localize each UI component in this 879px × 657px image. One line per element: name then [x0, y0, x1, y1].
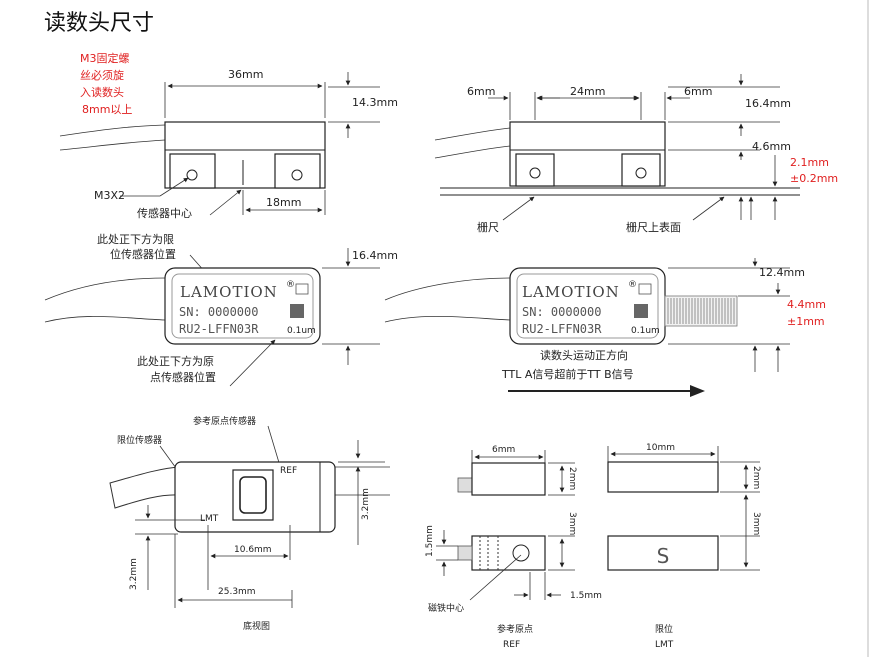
ref-caption-cn: 参考原点: [497, 623, 533, 635]
origin-note-line-1: 此处正下方为原: [137, 354, 214, 368]
dim-3mm: 3mm: [751, 512, 761, 535]
resolution: 0.1um: [631, 326, 660, 336]
front-view: 6mm 24mm 6mm 16.4mm 4.6mm 2.1mm ±0.2mm 栅…: [434, 74, 838, 234]
dim-24mm: 24mm: [570, 85, 605, 98]
dim-6mm-right: 6mm: [684, 85, 712, 98]
cable-top: [44, 277, 166, 301]
resolution: 0.1um: [287, 326, 316, 336]
magnet-center-circle: [512, 544, 530, 562]
bottom-view-caption: 底视图: [243, 620, 270, 632]
brand-logo: LAMOTION: [180, 283, 278, 301]
limit-magnet-view: 10mm S 2mm 3mm 限位 LMT: [607, 443, 761, 650]
label-plate: [171, 273, 314, 339]
pole-letter: S: [657, 544, 670, 568]
svg-text:®: ®: [286, 280, 295, 290]
screw-hole-right: [291, 169, 303, 181]
limit-caption-en: LMT: [655, 640, 674, 650]
limit-caption-cn: 限位: [655, 623, 673, 635]
cable-top: [434, 127, 511, 141]
dim-18mm: 18mm: [266, 196, 301, 209]
direction-arrowhead: [690, 385, 705, 397]
serial-number: SN: 0000000: [179, 305, 258, 319]
limit-top-block: [607, 461, 719, 493]
motion-direction-label: 读数头运动正方向: [540, 348, 628, 362]
qr-code-icon: [290, 304, 304, 318]
limit-note-line-1: 此处正下方为限: [97, 232, 174, 246]
dim-3mm: 3mm: [567, 512, 577, 535]
dim-14-3mm: 14.3mm: [352, 96, 398, 109]
red-note-line-4: 8mm以上: [82, 103, 132, 116]
screw-label: M3X2: [94, 189, 125, 202]
page-title: 读数头尺寸: [44, 11, 154, 36]
origin-note-line-2: 点传感器位置: [150, 370, 216, 384]
signal-label: TTL A信号超前于TT B信号: [501, 367, 634, 381]
scale-label: 栅尺: [477, 220, 499, 234]
dim-2mm: 2mm: [751, 466, 761, 489]
dim-10-6mm: 10.6mm: [234, 545, 272, 555]
dim-3-2mm-right: 3.2mm: [361, 488, 371, 520]
dim-1-5mm-vertical: 1.5mm: [425, 525, 435, 557]
cable-bottom: [44, 315, 166, 323]
screw-hole-left: [186, 169, 198, 181]
red-tol-1mm: ±1mm: [787, 315, 825, 328]
side-view: M3固定螺 丝必须旋 入读数头 8mm以上 36mm 14.3mm M3X2: [59, 51, 398, 283]
red-tol-0-2mm: ±0.2mm: [790, 172, 838, 185]
limit-bottom-block: [607, 535, 719, 571]
dim-12-4mm: 12.4mm: [759, 266, 805, 279]
qr-code-icon: [634, 304, 648, 318]
serial-number: SN: 0000000: [522, 305, 601, 319]
dim-4-6mm: 4.6mm: [752, 140, 791, 153]
model-number: RU2-LFFN03R: [522, 322, 602, 336]
dim-6mm-left: 6mm: [467, 85, 495, 98]
cable-bottom: [59, 139, 166, 151]
ref-caption-en: REF: [503, 640, 520, 650]
svg-text:®: ®: [628, 280, 637, 290]
cable-top: [59, 124, 166, 137]
magnet-top-block: [471, 462, 546, 496]
red-note-line-2: 丝必须旋: [80, 68, 124, 82]
top-view-left: LAMOTION ® SN: 0000000 RU2-LFFN03R 0.1um…: [44, 248, 398, 387]
mount-block-right: [274, 153, 321, 189]
cable-bottom: [384, 315, 511, 323]
ref-sensor-label: 参考原点传感器: [193, 415, 256, 427]
dim-6mm: 6mm: [492, 445, 515, 455]
mount-block-right: [621, 153, 661, 187]
red-dim-4-4mm: 4.4mm: [787, 298, 826, 311]
dim-25-3mm: 25.3mm: [218, 587, 256, 597]
model-number: RU2-LFFN03R: [179, 322, 259, 336]
dim-10mm: 10mm: [646, 443, 675, 453]
lmt-label: LMT: [200, 514, 219, 524]
cable-top: [384, 277, 511, 301]
ref-label: REF: [280, 466, 297, 476]
cable: [109, 466, 181, 509]
mount-block-left: [169, 153, 216, 189]
mount-block-left: [515, 153, 555, 187]
magnet-center-label: 磁铁中心: [428, 602, 464, 614]
limit-sensor-label: 限位传感器: [117, 434, 162, 446]
dim-3-2mm-left: 3.2mm: [129, 558, 139, 590]
dim-16-4mm: 16.4mm: [745, 97, 791, 110]
dim-2mm: 2mm: [567, 467, 577, 490]
ref-magnet-view: 6mm 2mm 3mm 1.5mm 1.5mm 磁铁中心 参考原点 REF: [425, 445, 602, 650]
magnet-bottom-block: [471, 535, 546, 571]
limit-note-line-2: 位传感器位置: [110, 247, 176, 261]
sensor-center-label: 传感器中心: [137, 207, 192, 220]
top-view-right: LAMOTION ® SN: 0000000 RU2-LFFN03R 0.1um…: [384, 258, 826, 397]
red-note-line-1: M3固定螺: [80, 51, 130, 65]
brand-logo: LAMOTION: [522, 283, 620, 301]
dim-16-4mm: 16.4mm: [352, 249, 398, 262]
dim-36mm: 36mm: [228, 68, 263, 81]
cable-bottom: [434, 145, 511, 159]
bottom-view: 参考原点传感器 限位传感器 REF LMT 3.2mm 3.2mm 10.6mm: [109, 415, 390, 632]
readhead-body-top: [164, 267, 321, 345]
red-note-line-3: 入读数头: [80, 85, 124, 99]
scale-top-surface-label: 栅尺上表面: [626, 220, 681, 234]
dim-1-5mm-horizontal: 1.5mm: [570, 591, 602, 601]
red-dim-2-1mm: 2.1mm: [790, 156, 829, 169]
